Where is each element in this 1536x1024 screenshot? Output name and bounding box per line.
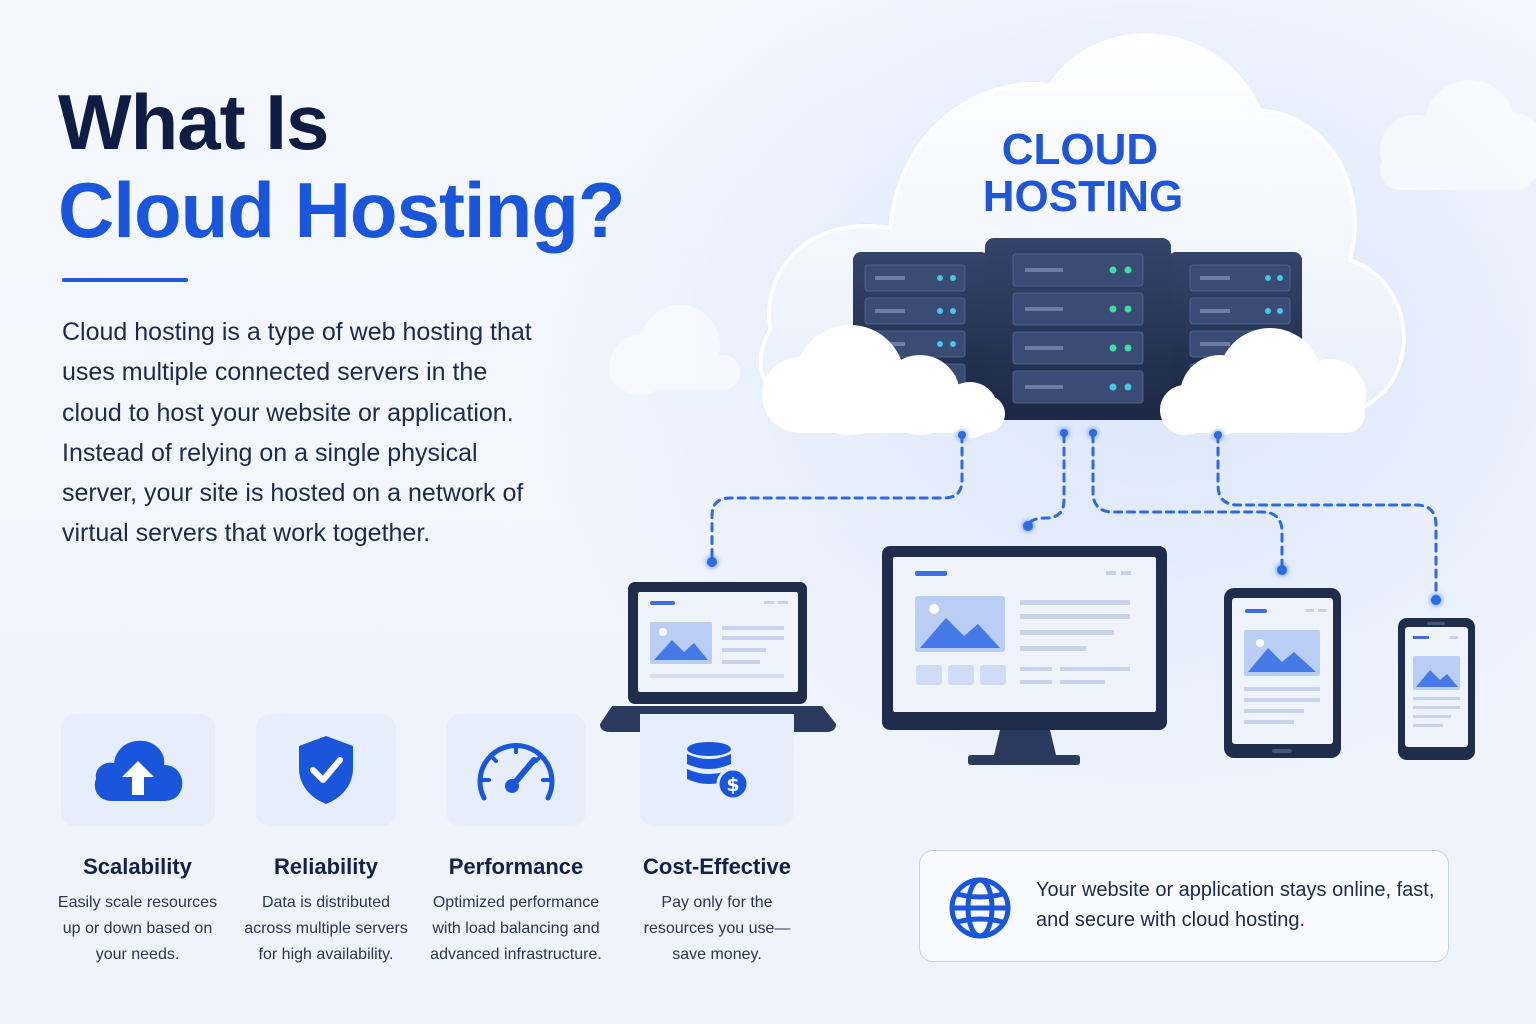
feature-text: Pay only for the resources you use—save …	[643, 894, 791, 963]
title-line-1: What Is	[58, 78, 329, 166]
feature-title: Reliability	[274, 854, 378, 879]
callout-box: Your website or application stays online…	[919, 850, 1449, 962]
feature-text: Easily scale resources up or down based …	[57, 894, 218, 963]
callout-text: Your website or application stays online…	[1036, 879, 1435, 931]
feature-title: Cost-Effective	[643, 854, 791, 879]
title-line-2: Cloud Hosting?	[58, 166, 626, 254]
feature-icon-box	[446, 714, 586, 826]
feature-text: Optimized performance with load balancin…	[430, 894, 602, 963]
laptop-icon	[600, 582, 836, 732]
globe-icon	[949, 877, 1011, 939]
database-dollar-icon: $	[687, 742, 749, 800]
feature-icon-box: $	[640, 714, 794, 826]
feature-icon-box	[60, 714, 215, 826]
cloud-front-right	[1160, 328, 1366, 435]
page-title: What Is Cloud Hosting?	[58, 78, 626, 254]
feature-title: Scalability	[83, 854, 192, 879]
description: Cloud hosting is a type of web hosting t…	[62, 318, 532, 548]
connection-dots	[707, 429, 1441, 605]
server-rack-center	[985, 238, 1171, 420]
background-clouds	[610, 80, 1536, 395]
feature-title: Performance	[448, 854, 584, 879]
feature-performance: Performance Optimized performance with l…	[426, 714, 606, 967]
connections	[710, 433, 1438, 600]
feature-reliability: Reliability Data is distributed across m…	[238, 714, 414, 967]
cloud-upload-icon	[94, 740, 182, 801]
cloud-front-left	[762, 325, 1005, 438]
cloud-label-line-2: HOSTING	[983, 172, 1183, 221]
cloud-label-line-1: CLOUD	[1002, 125, 1158, 174]
shield-check-icon	[299, 736, 353, 804]
title-underline	[62, 278, 188, 282]
monitor-icon	[882, 546, 1167, 765]
feature-scalability: Scalability Easily scale resources up or…	[50, 714, 225, 967]
tablet-icon	[1224, 588, 1341, 758]
phone-icon	[1398, 618, 1475, 760]
feature-text: Data is distributed across multiple serv…	[244, 894, 408, 963]
svg-text:$: $	[726, 774, 739, 796]
feature-icon-box	[256, 714, 396, 826]
feature-cost-effective: $ Cost-Effective Pay only for the resour…	[628, 714, 806, 967]
speedometer-icon	[477, 743, 555, 801]
